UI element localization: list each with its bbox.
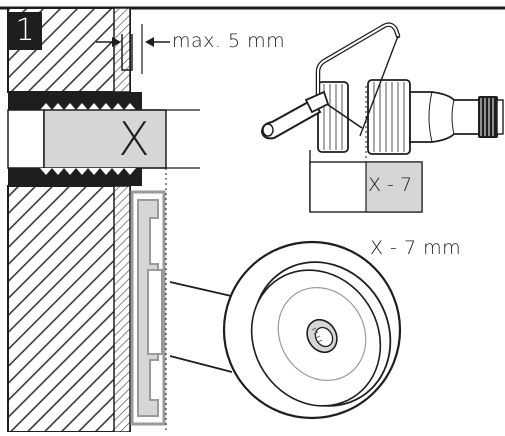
wall-lower — [7, 185, 131, 433]
cover-profile — [130, 190, 166, 426]
measure-strip-cut-zone — [365, 161, 423, 213]
gap-arrow-left-head — [112, 37, 121, 47]
cutting-illustration — [260, 22, 504, 213]
cut-length-label: X - 7 — [368, 174, 413, 196]
max-gap-label: max. 5 mm — [172, 30, 286, 52]
step-number-badge: 1 — [8, 12, 42, 50]
callout-line-lower — [169, 355, 233, 373]
pipe-length-label: X — [118, 112, 150, 166]
callout-line-upper — [169, 281, 241, 299]
valve-body-icon — [317, 79, 504, 155]
pipe-wall-gap — [7, 109, 45, 169]
gap-bracket — [121, 34, 133, 71]
hacksaw-icon — [260, 22, 401, 140]
cut-measure-label: X - 7 mm — [370, 237, 462, 259]
thread-teeth-bottom — [40, 168, 136, 175]
wall-section — [7, 7, 200, 433]
thread-band-top — [8, 92, 142, 110]
gap-arrow-right-head — [145, 37, 154, 47]
tile-layer-lower — [113, 185, 131, 433]
rosette-icon — [222, 240, 402, 420]
thread-band-bottom — [8, 168, 142, 186]
